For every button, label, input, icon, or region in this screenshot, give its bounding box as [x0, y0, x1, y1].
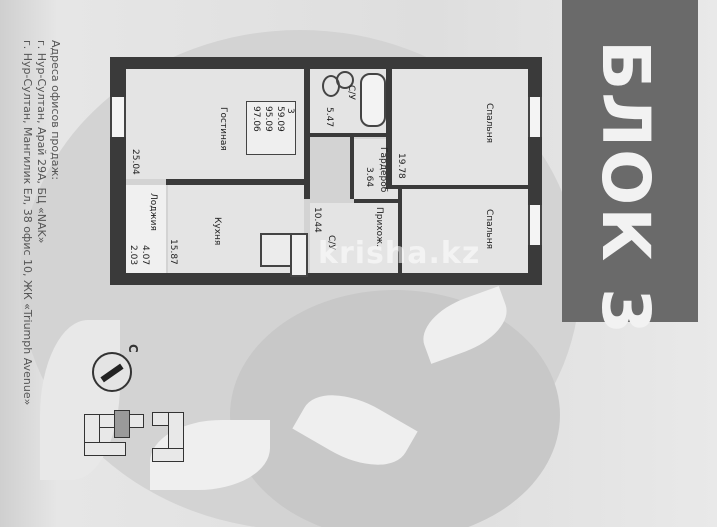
total-area: 95.09 — [263, 106, 273, 132]
wall — [354, 199, 398, 203]
bedroom-label: Спальня — [484, 103, 494, 144]
area-summary: 59.09 95.09 97.06 3 — [246, 101, 296, 155]
block-title: БЛОК 3 — [587, 40, 664, 337]
sales-office-addresses: Адреса офисов продаж: г. Нур-Султан, Ара… — [20, 40, 62, 405]
wall — [528, 57, 542, 285]
wall — [350, 137, 354, 199]
kitchen-label: Кухня — [212, 217, 222, 246]
wall — [310, 133, 386, 137]
wardrobe-area: 3.64 — [364, 167, 374, 188]
wall — [304, 69, 310, 199]
window — [110, 97, 126, 137]
bedroom-label: Спальня — [484, 209, 494, 250]
loggia-area: 4.07 — [140, 245, 150, 266]
kitchen-area: 15.87 — [168, 239, 178, 265]
bedroom — [402, 189, 528, 273]
bedroom-area: 19.78 — [396, 153, 406, 179]
bathtub — [360, 73, 386, 127]
wall — [166, 179, 304, 185]
address-line: г. Нур-Султан, Мангилик Ел, 38 офис 10, … — [21, 40, 34, 406]
site-watermark: krisha.kz — [318, 236, 481, 271]
compass — [92, 352, 132, 392]
bathroom-label: С/У — [346, 85, 356, 100]
loggia-label: Лоджия — [148, 193, 158, 231]
bedroom — [392, 69, 528, 185]
block-banner: БЛОК 3 — [562, 0, 698, 336]
room-count: 3 — [285, 108, 295, 114]
window — [528, 97, 542, 137]
address-line: Адреса офисов продаж: — [49, 40, 62, 181]
wall — [386, 69, 392, 189]
compass-north-label: С — [126, 344, 140, 353]
living-area: 59.09 — [275, 106, 285, 132]
address-line: г. Нур-Султан, Арай 29А, БЦ «NAK» — [35, 40, 48, 244]
building-key-plan — [84, 410, 144, 456]
hallway — [310, 203, 398, 273]
living-room-area: 25.04 — [130, 149, 140, 175]
wall — [398, 189, 402, 273]
background-emblem-lower — [230, 290, 560, 527]
living-room-label: Гостиная — [218, 107, 228, 151]
building-key-plan-secondary — [152, 412, 184, 462]
wall — [110, 57, 542, 69]
floor-plan: 59.09 95.09 97.06 3 Гостиная 25.04 Кухня… — [110, 57, 542, 285]
loggia-area-adjusted: 2.03 — [128, 245, 138, 266]
current-block-marker — [114, 410, 130, 438]
hallway-area: 10.44 — [312, 207, 322, 233]
wall — [110, 57, 126, 285]
stove — [290, 233, 308, 277]
sink — [336, 71, 354, 89]
bathroom-area: 5.47 — [324, 107, 334, 128]
full-area: 97.06 — [251, 106, 261, 132]
loggia — [126, 185, 166, 273]
wardrobe-label: Гардероб — [378, 147, 388, 193]
window — [528, 205, 542, 245]
wall — [110, 273, 542, 285]
wall — [392, 185, 528, 189]
compass-needle — [100, 363, 124, 383]
